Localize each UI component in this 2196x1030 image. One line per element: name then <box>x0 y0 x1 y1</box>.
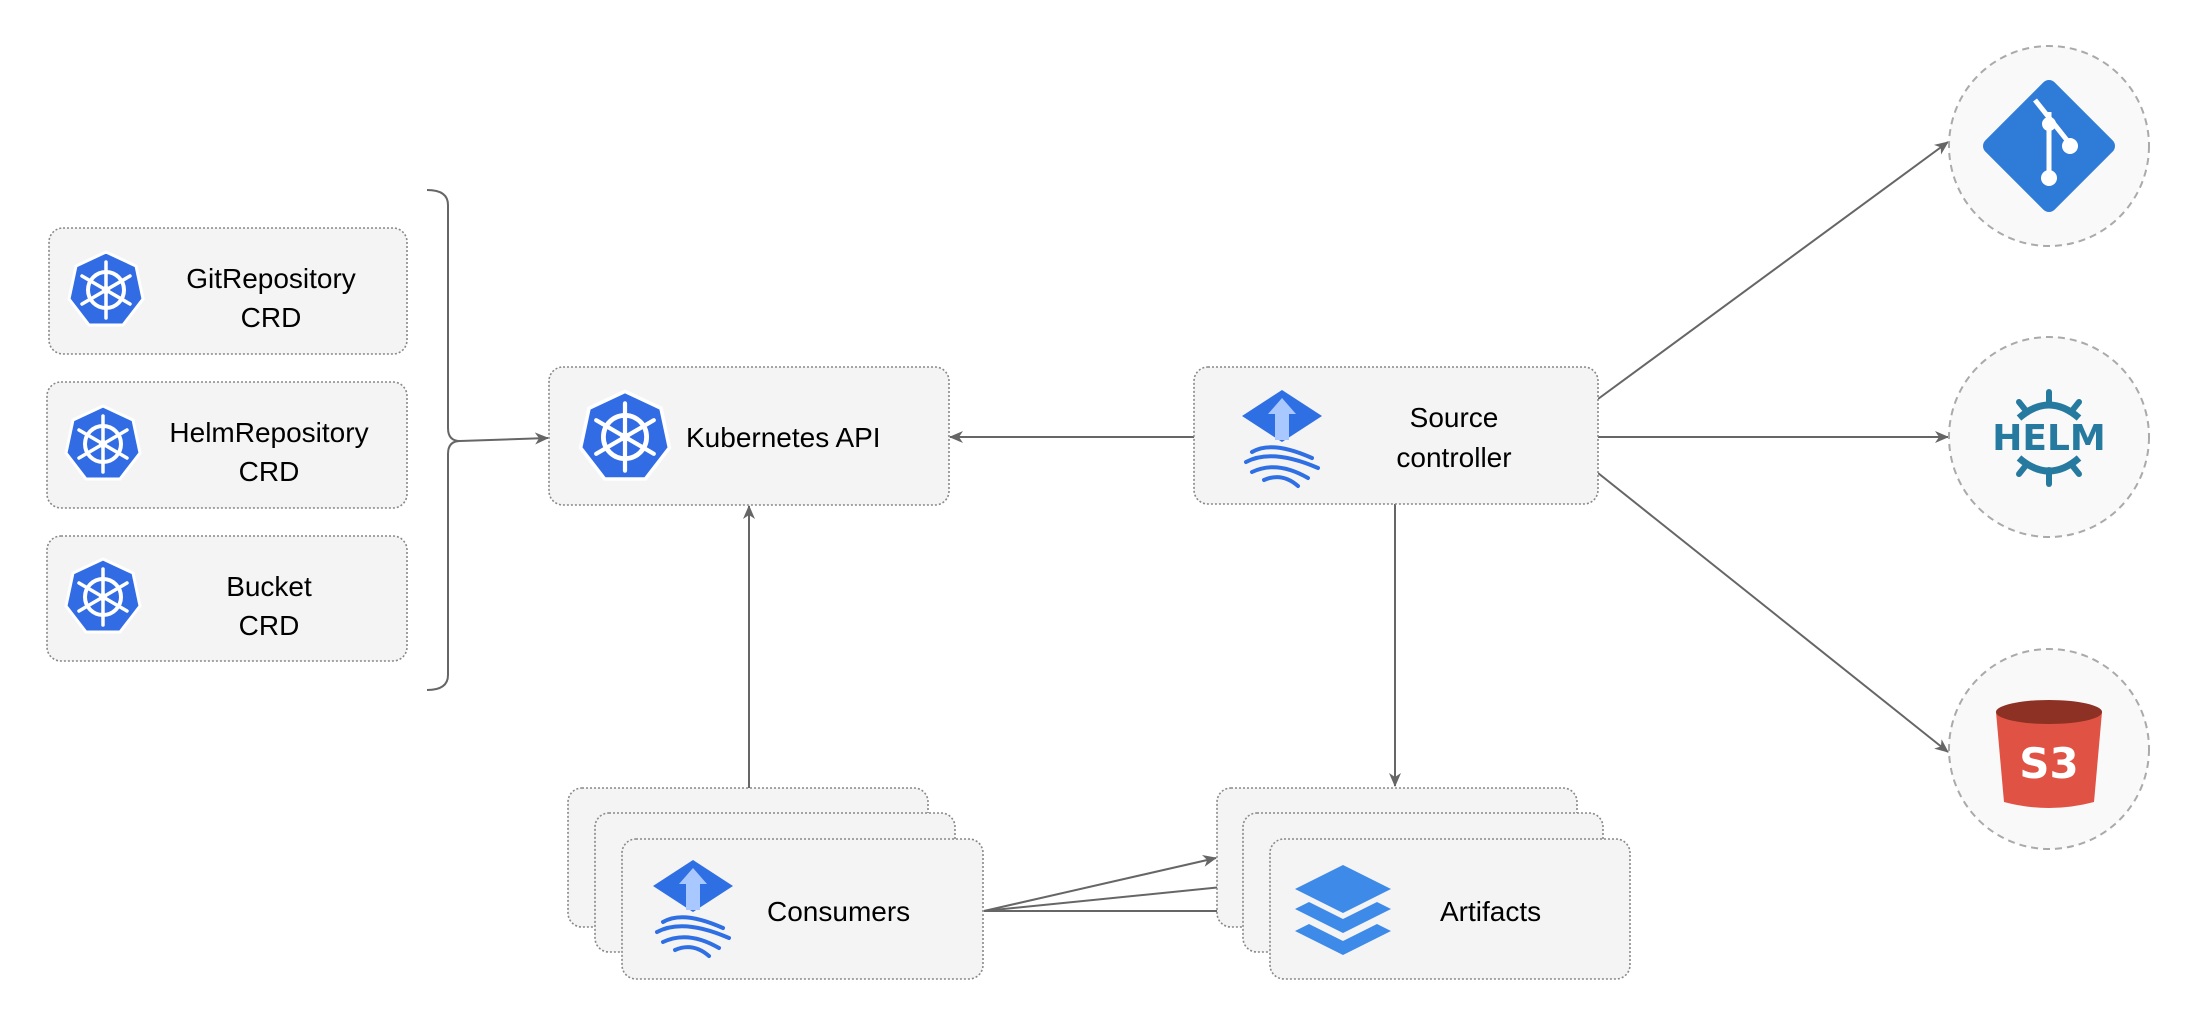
edge-consumers-to-artifacts-1 <box>983 855 1217 912</box>
node-consumers[interactable]: Consumers <box>567 787 984 980</box>
node-artifacts[interactable]: Artifacts <box>1216 787 1631 980</box>
node-label: CRD <box>239 456 300 487</box>
node-s3[interactable]: S3 <box>1948 648 2150 850</box>
node-git[interactable] <box>1948 45 2150 247</box>
node-label: CRD <box>241 302 302 333</box>
edge-source-controller-to-git <box>1597 141 1949 400</box>
kubernetes-icon <box>67 250 145 327</box>
helm-logo-text: HELM <box>1992 418 2105 459</box>
edge-consumers-to-artifacts-2 <box>983 880 1243 912</box>
edge-source-controller-to-s3 <box>1597 472 1949 753</box>
node-label: Bucket <box>226 571 312 602</box>
node-label: Kubernetes API <box>686 422 881 453</box>
node-label: CRD <box>239 610 300 641</box>
node-label: controller <box>1396 442 1511 473</box>
node-helm-repository-crd[interactable]: HelmRepository CRD <box>46 381 408 509</box>
node-source-controller[interactable]: Source controller <box>1193 366 1599 505</box>
s3-bucket-icon: S3 <box>1996 700 2102 808</box>
node-git-repository-crd[interactable]: GitRepository CRD <box>48 227 408 355</box>
helm-icon: HELM <box>1992 389 2106 487</box>
node-bucket-crd[interactable]: Bucket CRD <box>46 535 408 662</box>
node-label: Artifacts <box>1440 896 1541 927</box>
node-label: GitRepository <box>186 263 356 294</box>
node-helm[interactable]: HELM <box>1948 336 2150 538</box>
crd-brace <box>426 189 461 691</box>
kubernetes-icon <box>64 557 142 634</box>
kubernetes-icon <box>64 404 142 481</box>
edge-crds-to-kubernetes-api <box>459 432 549 445</box>
edges <box>426 141 1949 917</box>
kubernetes-icon <box>581 391 670 479</box>
git-icon <box>1983 80 2115 212</box>
node-kubernetes-api[interactable]: Kubernetes API <box>548 366 950 506</box>
node-label: Consumers <box>767 896 910 927</box>
node-label: Source <box>1410 402 1499 433</box>
node-label: HelmRepository <box>169 417 368 448</box>
s3-logo-text: S3 <box>2019 739 2078 788</box>
